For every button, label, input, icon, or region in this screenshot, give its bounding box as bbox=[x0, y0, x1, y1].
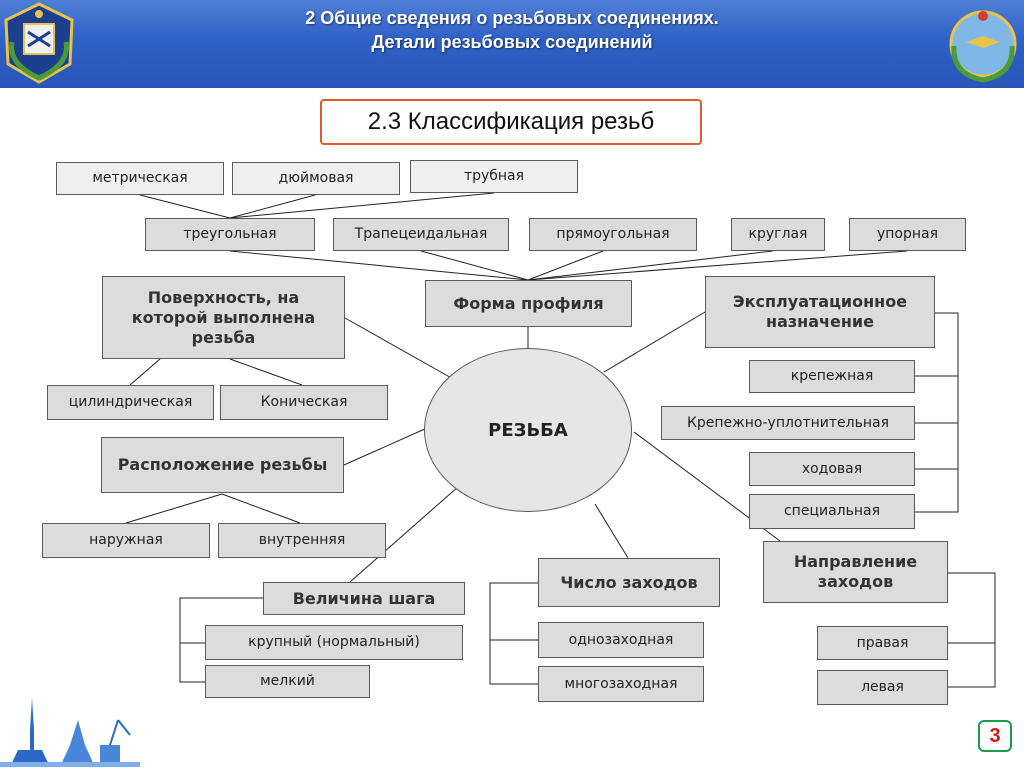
thread-center-node: РЕЗЬБА bbox=[424, 348, 632, 512]
pitch-fine-box: мелкий bbox=[205, 665, 370, 698]
purpose-fastening-sealing-box: Крепежно-уплотнительная bbox=[661, 406, 915, 440]
surface-cylindrical-box: цилиндрическая bbox=[47, 385, 214, 420]
purpose-special-box: специальная bbox=[749, 494, 915, 529]
city-skyline-icon bbox=[0, 690, 150, 767]
purpose-head: Эксплуатационное назначение bbox=[705, 276, 935, 348]
profile-buttress-box: упорная bbox=[849, 218, 966, 251]
pitch-head: Величина шага bbox=[263, 582, 465, 615]
starts-single-box: однозаходная bbox=[538, 622, 704, 658]
subtype-pipe-box: трубная bbox=[410, 160, 578, 193]
page-number-badge: 3 bbox=[978, 720, 1012, 752]
subtype-metric-box: метрическая bbox=[56, 162, 224, 195]
profile-rectangular-box: прямоугольная bbox=[529, 218, 697, 251]
location-head: Расположение резьбы bbox=[101, 437, 344, 493]
direction-head: Направление заходов bbox=[763, 541, 948, 603]
profile-triangular-box: треугольная bbox=[145, 218, 315, 251]
surface-conical-box: Коническая bbox=[220, 385, 388, 420]
starts-head: Число заходов bbox=[538, 558, 720, 607]
purpose-running-box: ходовая bbox=[749, 452, 915, 486]
purpose-fastening-box: крепежная bbox=[749, 360, 915, 393]
profile-form-head: Форма профиля bbox=[425, 280, 632, 327]
profile-trapezoidal-box: Трапецеидальная bbox=[333, 218, 509, 251]
profile-round-box: круглая bbox=[731, 218, 825, 251]
surface-head: Поверхность, на которой выполнена резьба bbox=[102, 276, 345, 359]
location-outer-box: наружная bbox=[42, 523, 210, 558]
subtype-inch-box: дюймовая bbox=[232, 162, 400, 195]
direction-right-box: правая bbox=[817, 626, 948, 660]
starts-multi-box: многозаходная bbox=[538, 666, 704, 702]
location-inner-box: внутренняя bbox=[218, 523, 386, 558]
direction-left-box: левая bbox=[817, 670, 948, 705]
pitch-coarse-box: крупный (нормальный) bbox=[205, 625, 463, 660]
